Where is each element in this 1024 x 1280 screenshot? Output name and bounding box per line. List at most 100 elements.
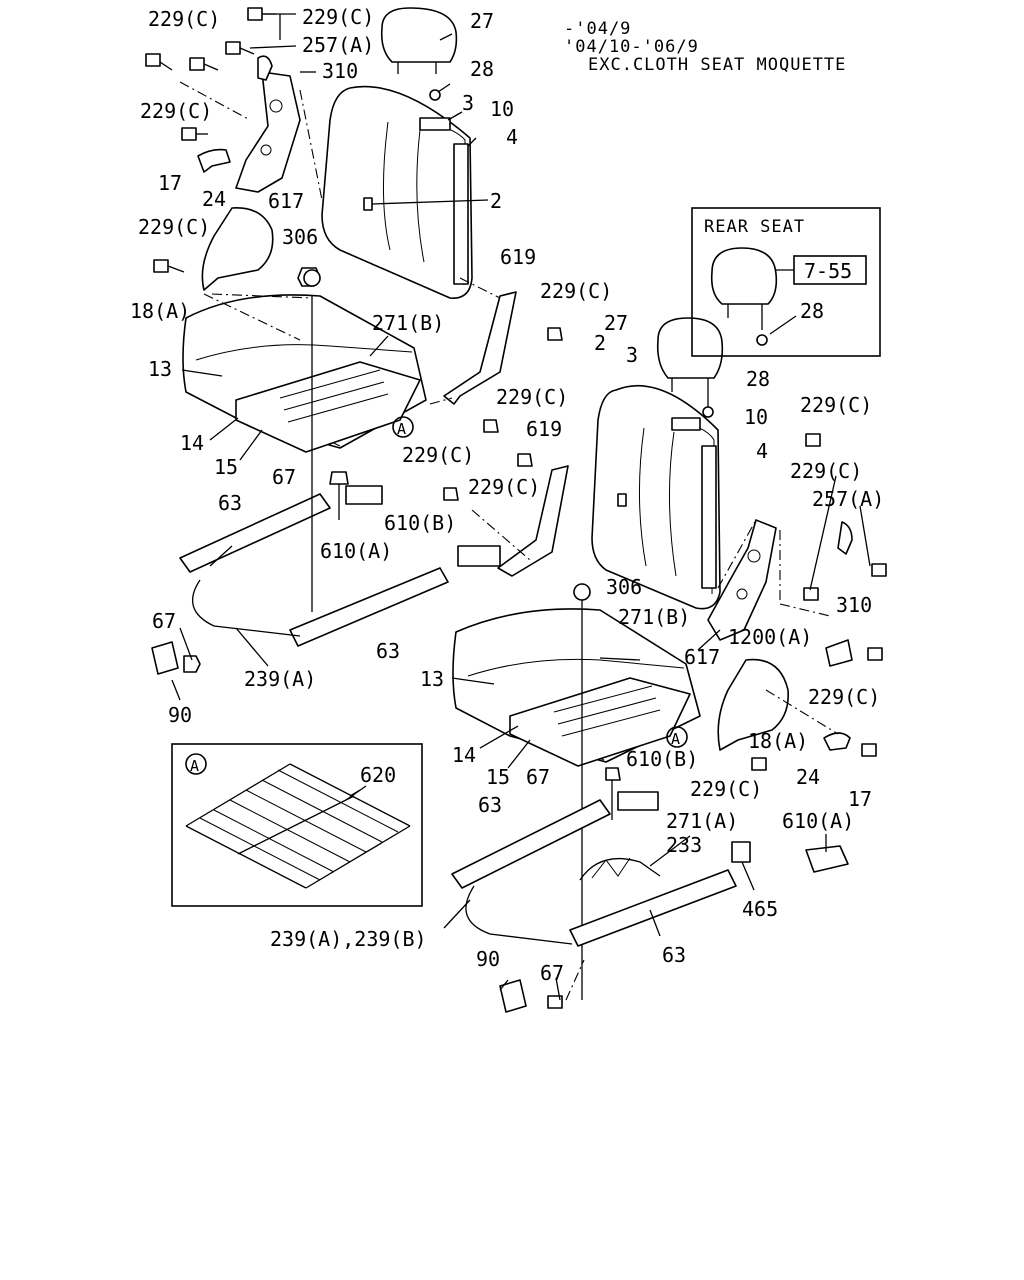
part-label: 229(C) <box>140 99 212 123</box>
part-label: 619 <box>526 417 562 441</box>
left-seat-back <box>321 85 473 299</box>
part-label: 465 <box>742 897 778 921</box>
part-label: 15 <box>214 455 238 479</box>
part-label: 257(A) <box>812 487 884 511</box>
marker-a-right-text: A <box>671 730 680 748</box>
part-label: 28 <box>746 367 770 391</box>
part-label: 306 <box>606 575 642 599</box>
right-grommet <box>702 406 714 418</box>
left-recliner-bracket <box>235 71 301 193</box>
part-label: 27 <box>604 311 628 335</box>
part-label: 90 <box>476 947 500 971</box>
part-label: 610(B) <box>384 511 456 535</box>
right-lock-plate <box>825 639 853 667</box>
part-label: 229(C) <box>540 279 612 303</box>
part-label: 14 <box>452 743 476 767</box>
right-clip-465 <box>731 841 751 863</box>
part-label: 10 <box>490 97 514 121</box>
part-label: 63 <box>376 639 400 663</box>
detail-a-part-label: 620 <box>360 763 396 787</box>
part-label: 619 <box>500 245 536 269</box>
part-label: 2 <box>594 331 606 355</box>
right-back-clip <box>617 493 627 507</box>
header-line-1: -'04/9 <box>564 19 631 39</box>
part-label: 63 <box>478 793 502 817</box>
part-label: 610(A) <box>320 539 392 563</box>
part-label: 271(B) <box>372 311 444 335</box>
part-label: 257(A) <box>302 33 374 57</box>
part-label: 1200(A) <box>728 625 812 649</box>
right-back-side-panel <box>701 445 717 589</box>
right-headrest <box>656 317 724 379</box>
part-label: 229(C) <box>690 777 762 801</box>
rear-ref-label: 7-55 <box>804 259 852 283</box>
left-bolt-67 <box>329 471 349 485</box>
part-label: 271(B) <box>618 605 690 629</box>
right-back-tag <box>671 417 701 431</box>
part-label: 229(C) <box>402 443 474 467</box>
rear-seat-title: REAR SEAT <box>704 217 805 237</box>
part-label: 239(A) <box>244 667 316 691</box>
left-back-side-panel <box>453 143 469 285</box>
part-label: 17 <box>848 787 872 811</box>
part-label: 28 <box>470 57 494 81</box>
part-label: 3 <box>626 343 638 367</box>
right-recline-lever <box>823 732 851 751</box>
left-headrest <box>380 7 458 63</box>
part-label: 229(C) <box>468 475 540 499</box>
part-label: 18(A) <box>748 729 808 753</box>
right-seat-rails <box>451 767 849 947</box>
seat-spring-grid <box>185 763 411 889</box>
part-label: 67 <box>152 609 176 633</box>
left-nut-306 <box>303 269 321 287</box>
part-label: 310 <box>836 593 872 617</box>
part-label: 90 <box>168 703 192 727</box>
part-label: 233 <box>666 833 702 857</box>
part-label: 229(C) <box>138 215 210 239</box>
right-seat-pan <box>509 677 691 767</box>
part-label: 18(A) <box>130 299 190 323</box>
part-label: 14 <box>180 431 204 455</box>
part-label: 27 <box>470 9 494 33</box>
right-cover-610a <box>805 845 849 873</box>
part-label: 229(C) <box>302 5 374 29</box>
part-label: 271(A) <box>666 809 738 833</box>
part-label: 24 <box>202 187 226 211</box>
left-grommet <box>429 89 441 101</box>
left-hinge-cover <box>201 207 274 291</box>
part-label: 13 <box>148 357 172 381</box>
part-label: 4 <box>506 125 518 149</box>
rear-seat-inset: REAR SEAT 7-55 28 <box>691 207 881 357</box>
left-seat-rails <box>179 485 501 647</box>
leader-lines <box>171 13 871 1001</box>
right-nut-306 <box>573 583 591 601</box>
detail-a-inset: A 620 <box>171 743 423 907</box>
rear-part-label: 28 <box>800 299 824 323</box>
right-recliner-bracket <box>707 519 777 641</box>
part-label: 229(C) <box>496 385 568 409</box>
part-label: 229(C) <box>148 7 220 31</box>
part-label: 24 <box>796 765 820 789</box>
part-label: 3 <box>462 91 474 115</box>
rear-headrest <box>710 247 778 305</box>
part-label: 239(A),239(B) <box>270 927 427 951</box>
header-line-3: EXC.CLOTH SEAT MOQUETTE <box>588 55 846 75</box>
left-back-tag <box>419 117 451 131</box>
part-label: 63 <box>662 943 686 967</box>
part-label: 67 <box>272 465 296 489</box>
part-label: 617 <box>684 645 720 669</box>
detail-a-marker: A <box>190 757 199 775</box>
part-label: 17 <box>158 171 182 195</box>
part-label: 306 <box>282 225 318 249</box>
part-label: 15 <box>486 765 510 789</box>
part-label: 2 <box>490 189 502 213</box>
part-label: 13 <box>420 667 444 691</box>
part-label: 229(C) <box>800 393 872 417</box>
right-seat-foot <box>499 979 527 1013</box>
header-note: -'04/9 '04/10-'06/9 EXC.CLOTH SEAT MOQUE… <box>564 19 846 75</box>
marker-a-left: A <box>392 416 414 438</box>
left-seat-foot <box>151 641 179 675</box>
part-label: 610(A) <box>782 809 854 833</box>
part-label: 610(B) <box>626 747 698 771</box>
